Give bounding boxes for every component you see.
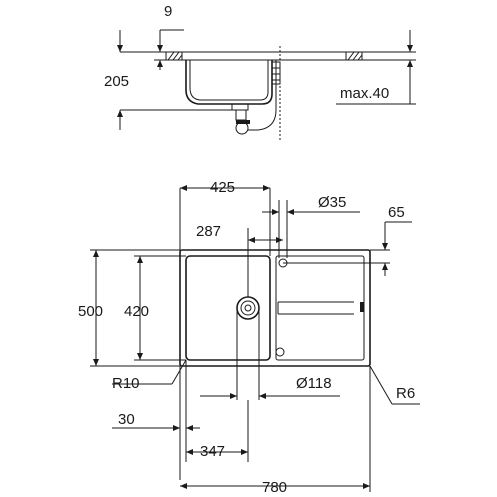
dim-bowl-width: 425 bbox=[210, 179, 235, 196]
drainer-marker bbox=[360, 302, 364, 312]
bowl-profile bbox=[185, 60, 273, 105]
dim-total-depth: 500 bbox=[78, 303, 103, 320]
dim-tap-offset-top: 65 bbox=[388, 204, 405, 221]
bowl-outline bbox=[185, 255, 271, 361]
dim-tap-offset-x: 287 bbox=[196, 223, 221, 240]
plan-view: 425 Ø35 65 287 500 bbox=[78, 179, 420, 496]
overflow-hole bbox=[275, 347, 285, 357]
dim-corner-radius-outer: R6 bbox=[396, 385, 415, 402]
dim-counter-max: max.40 bbox=[340, 85, 389, 102]
dim-waste-diameter: Ø118 bbox=[296, 375, 332, 392]
drainer-outline bbox=[275, 255, 365, 361]
side-profile-view: 9 205 max.40 bbox=[104, 3, 416, 140]
waste-outlet-plan bbox=[236, 296, 260, 320]
dim-depth: 205 bbox=[104, 73, 129, 90]
dim-tap-hole-diameter: Ø35 bbox=[318, 194, 346, 211]
dim-waste-center: 347 bbox=[200, 443, 225, 460]
dim-rim-thickness: 9 bbox=[164, 3, 172, 20]
dim-corner-radius-bowl: R10 bbox=[112, 375, 140, 392]
overflow-pipe bbox=[248, 60, 277, 131]
sink-outline bbox=[179, 249, 371, 367]
waste-outlet bbox=[231, 103, 249, 111]
dim-total-width: 780 bbox=[262, 479, 287, 496]
dim-edge-offset: 30 bbox=[118, 411, 135, 428]
dim-bowl-depth: 420 bbox=[124, 303, 149, 320]
